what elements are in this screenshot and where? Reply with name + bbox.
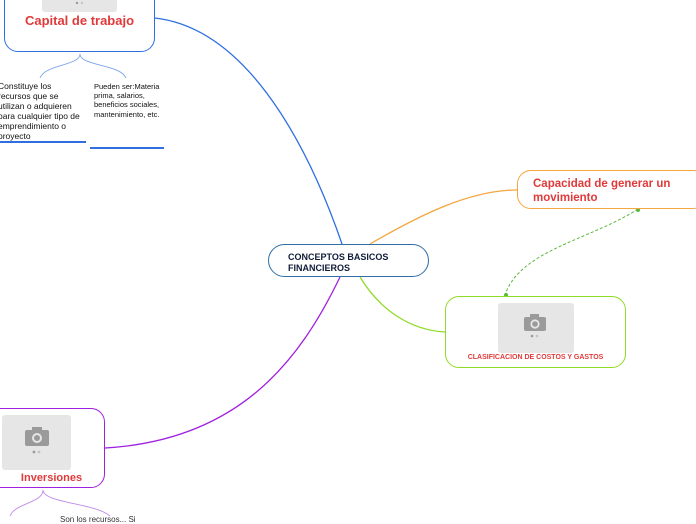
topic-label: CLASIFICACION DE COSTOS Y GASTOS — [467, 354, 604, 361]
central-topic[interactable]: CONCEPTOS BASICOS FINANCIEROS — [268, 244, 429, 277]
image-placeholder — [2, 415, 71, 470]
subtopic-capital-definicion[interactable]: Constituye los recursos que se utilizan … — [0, 81, 80, 141]
relationship-line — [504, 208, 639, 296]
relationship-end-top — [636, 208, 640, 212]
topic-label: Capital de trabajo — [24, 13, 135, 28]
topic-capital-de-trabajo[interactable]: Capital de trabajo — [4, 0, 155, 52]
image-placeholder — [42, 0, 117, 12]
branch-capacidad — [369, 189, 518, 245]
topic-clasificacion[interactable]: CLASIFICACION DE COSTOS Y GASTOS — [445, 296, 626, 368]
central-topic-label: CONCEPTOS BASICOS FINANCIEROS — [288, 252, 389, 273]
subtopic-capital-ejemplos[interactable]: Pueden ser:Materia prima, salarios, bene… — [94, 82, 160, 119]
capital-subtopic-brace — [39, 53, 127, 79]
image-placeholder — [498, 303, 574, 353]
inversiones-subtopic-brace — [9, 489, 111, 517]
subtopic-underline — [90, 147, 164, 149]
subtopic-underline — [0, 141, 86, 143]
camera-icon — [75, 1, 84, 5]
topic-label: Inversiones — [20, 472, 83, 484]
camera-icon — [25, 427, 49, 454]
camera-icon — [524, 314, 546, 338]
branch-inversiones — [104, 276, 341, 449]
topic-capacidad[interactable]: Capacidad de generar un movimiento — [517, 170, 696, 209]
branch-capital — [154, 17, 343, 245]
topic-inversiones[interactable]: Inversiones — [0, 408, 105, 488]
branch-clasificacion — [359, 276, 446, 333]
topic-label: Capacidad de generar un movimiento — [533, 178, 671, 204]
